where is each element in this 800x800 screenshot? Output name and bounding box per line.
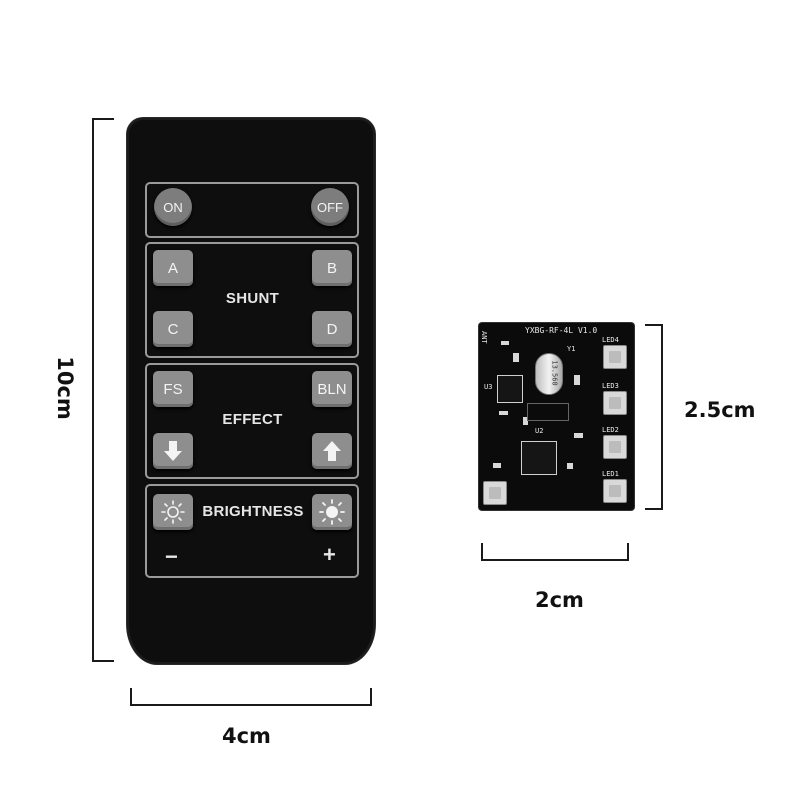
smd-component bbox=[513, 353, 519, 362]
shunt-d-button[interactable]: D bbox=[312, 311, 352, 347]
chip-u3 bbox=[497, 375, 523, 403]
shunt-b-button[interactable]: B bbox=[312, 250, 352, 286]
board-height-dimension-line bbox=[661, 324, 663, 510]
led4-label: LED4 bbox=[602, 336, 619, 344]
power-panel bbox=[145, 182, 359, 238]
chip-u2 bbox=[521, 441, 557, 475]
fs-button[interactable]: FS bbox=[153, 371, 193, 407]
smd-component bbox=[501, 341, 509, 345]
brightness-label: BRIGHTNESS bbox=[202, 503, 304, 520]
led3-connector bbox=[603, 391, 627, 415]
off-button[interactable]: OFF bbox=[311, 188, 349, 226]
brightness-up-button[interactable] bbox=[312, 494, 352, 530]
remote-height-dimension-line bbox=[92, 118, 94, 662]
crystal-oscillator: 13.560 bbox=[535, 353, 563, 395]
remote-width-dimension-cap-right bbox=[370, 688, 372, 706]
board-height-label: 2.5cm bbox=[684, 398, 756, 422]
shunt-c-button[interactable]: C bbox=[153, 311, 193, 347]
effect-label: EFFECT bbox=[222, 411, 283, 428]
effect-up-button[interactable] bbox=[312, 433, 352, 469]
led3-label: LED3 bbox=[602, 382, 619, 390]
shunt-a-button[interactable]: A bbox=[153, 250, 193, 286]
shunt-label: SHUNT bbox=[225, 290, 280, 307]
board-width-dimension-cap-left bbox=[481, 543, 483, 561]
sun-icon bbox=[319, 499, 345, 525]
board-width-dimension-cap-right bbox=[627, 543, 629, 561]
led1-connector bbox=[603, 479, 627, 503]
brightness-panel bbox=[145, 484, 359, 578]
brightness-plus-sign: + bbox=[323, 542, 336, 567]
power-connector bbox=[483, 481, 507, 505]
remote-height-label: 10cm bbox=[53, 356, 77, 420]
brightness-minus-sign: − bbox=[165, 544, 178, 569]
crystal-mark: 13.560 bbox=[550, 360, 559, 386]
board-height-dimension-cap-bottom bbox=[645, 508, 663, 510]
led2-label: LED2 bbox=[602, 426, 619, 434]
led4-connector bbox=[603, 345, 627, 369]
smd-component bbox=[574, 433, 583, 438]
led1-label: LED1 bbox=[602, 470, 619, 478]
effect-panel bbox=[145, 363, 359, 479]
receiver-circuit-board: YXBG-RF-4L V1.0 ANT Y1 U3 U2 13.560 LED4… bbox=[479, 323, 634, 510]
smd-component bbox=[499, 411, 508, 415]
brightness-down-button[interactable] bbox=[153, 494, 193, 530]
arrow-down-icon bbox=[164, 441, 182, 461]
board-height-dimension-cap-top bbox=[645, 324, 663, 326]
board-model-label: YXBG-RF-4L V1.0 bbox=[525, 326, 598, 335]
remote-height-dimension-cap-top bbox=[92, 118, 114, 120]
pcb-trace bbox=[527, 403, 569, 421]
smd-component bbox=[493, 463, 501, 468]
remote-width-dimension-line bbox=[130, 704, 372, 706]
remote-height-dimension-cap-bottom bbox=[92, 660, 114, 662]
board-ant-label: ANT bbox=[480, 331, 488, 344]
board-width-label: 2cm bbox=[535, 588, 584, 612]
board-width-dimension-line bbox=[481, 559, 629, 561]
board-u3-label: U3 bbox=[484, 383, 493, 391]
remote-width-label: 4cm bbox=[222, 724, 271, 748]
shunt-panel bbox=[145, 242, 359, 358]
led2-connector bbox=[603, 435, 627, 459]
bln-button[interactable]: BLN bbox=[312, 371, 352, 407]
on-button[interactable]: ON bbox=[154, 188, 192, 226]
sun-icon bbox=[161, 500, 185, 524]
board-u2-label: U2 bbox=[535, 427, 544, 435]
effect-down-button[interactable] bbox=[153, 433, 193, 469]
arrow-up-icon bbox=[323, 441, 341, 461]
smd-component bbox=[523, 417, 528, 425]
smd-component bbox=[567, 463, 573, 469]
smd-component bbox=[574, 375, 580, 385]
remote-width-dimension-cap-left bbox=[130, 688, 132, 706]
board-y1-label: Y1 bbox=[567, 345, 576, 353]
